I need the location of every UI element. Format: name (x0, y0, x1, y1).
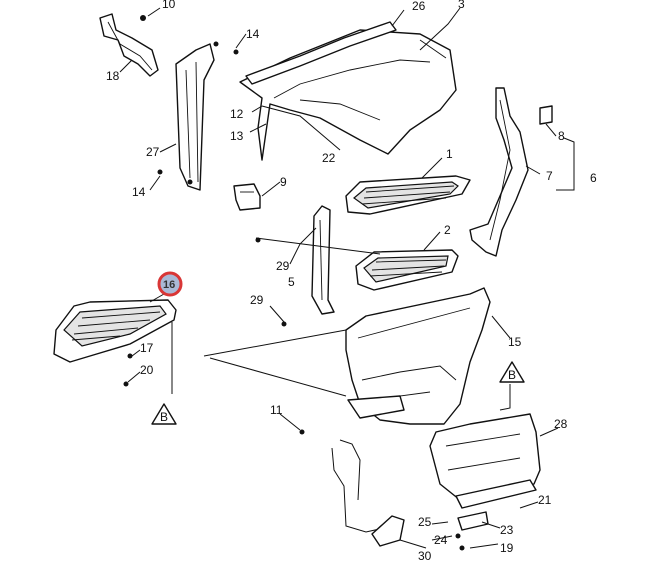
callout-16-label: 16 (163, 279, 175, 291)
callout-6: 6 (590, 171, 597, 185)
callout-7: 7 (546, 169, 553, 183)
callout-21: 21 (538, 493, 552, 507)
callout-17: 17 (140, 341, 154, 355)
callout-29-mid: 29 (276, 259, 290, 273)
callout-30: 30 (418, 549, 432, 563)
svg-text:B: B (508, 368, 516, 382)
callout-1: 1 (446, 147, 453, 161)
callout-25: 25 (418, 515, 432, 529)
callout-24: 24 (434, 533, 448, 547)
bracket-part-10 (99, 13, 159, 77)
step-part-16 (53, 299, 177, 387)
callout-15: 15 (508, 335, 522, 349)
callout-14-top: 14 (246, 27, 260, 41)
callout-11: 11 (270, 403, 283, 417)
frame-part-7 (469, 87, 553, 257)
panel-part-3 (233, 21, 457, 161)
callout-16-highlight[interactable]: 16 (157, 271, 183, 297)
callout-3: 3 (458, 0, 465, 11)
step-tray-part-1 (345, 175, 471, 215)
pillar-part-27 (175, 41, 219, 191)
harness-part-30 (299, 429, 405, 547)
callout-labels: 10 18 14 12 13 27 14 26 3 22 9 1 2 29 5 … (106, 0, 597, 563)
clip-part-9 (233, 183, 261, 211)
callout-20: 20 (140, 363, 154, 377)
panel-part-28 (429, 413, 541, 509)
callout-2: 2 (444, 223, 451, 237)
view-marker-b-right: B (499, 361, 525, 383)
svg-text:B: B (160, 410, 168, 424)
callout-23: 23 (500, 523, 514, 537)
callout-26: 26 (412, 0, 426, 13)
callout-27: 27 (146, 145, 160, 159)
callout-28: 28 (554, 417, 568, 431)
callout-29-low: 29 (250, 293, 264, 307)
step-tray-part-2 (355, 249, 459, 291)
callout-8: 8 (558, 129, 565, 143)
callout-5: 5 (288, 275, 295, 289)
housing-part-15 (345, 287, 491, 425)
highlight-ring (157, 271, 183, 297)
callout-13: 13 (230, 129, 244, 143)
callout-12: 12 (230, 107, 244, 121)
bracket-part-5 (311, 205, 335, 315)
callout-14-left: 14 (132, 185, 146, 199)
callout-9: 9 (280, 175, 287, 189)
callout-22: 22 (322, 151, 336, 165)
callout-10: 10 (162, 0, 176, 11)
leader-lines (119, 7, 575, 549)
callout-18: 18 (106, 69, 120, 83)
view-marker-b-left: B (151, 403, 177, 425)
callout-19: 19 (500, 541, 514, 555)
